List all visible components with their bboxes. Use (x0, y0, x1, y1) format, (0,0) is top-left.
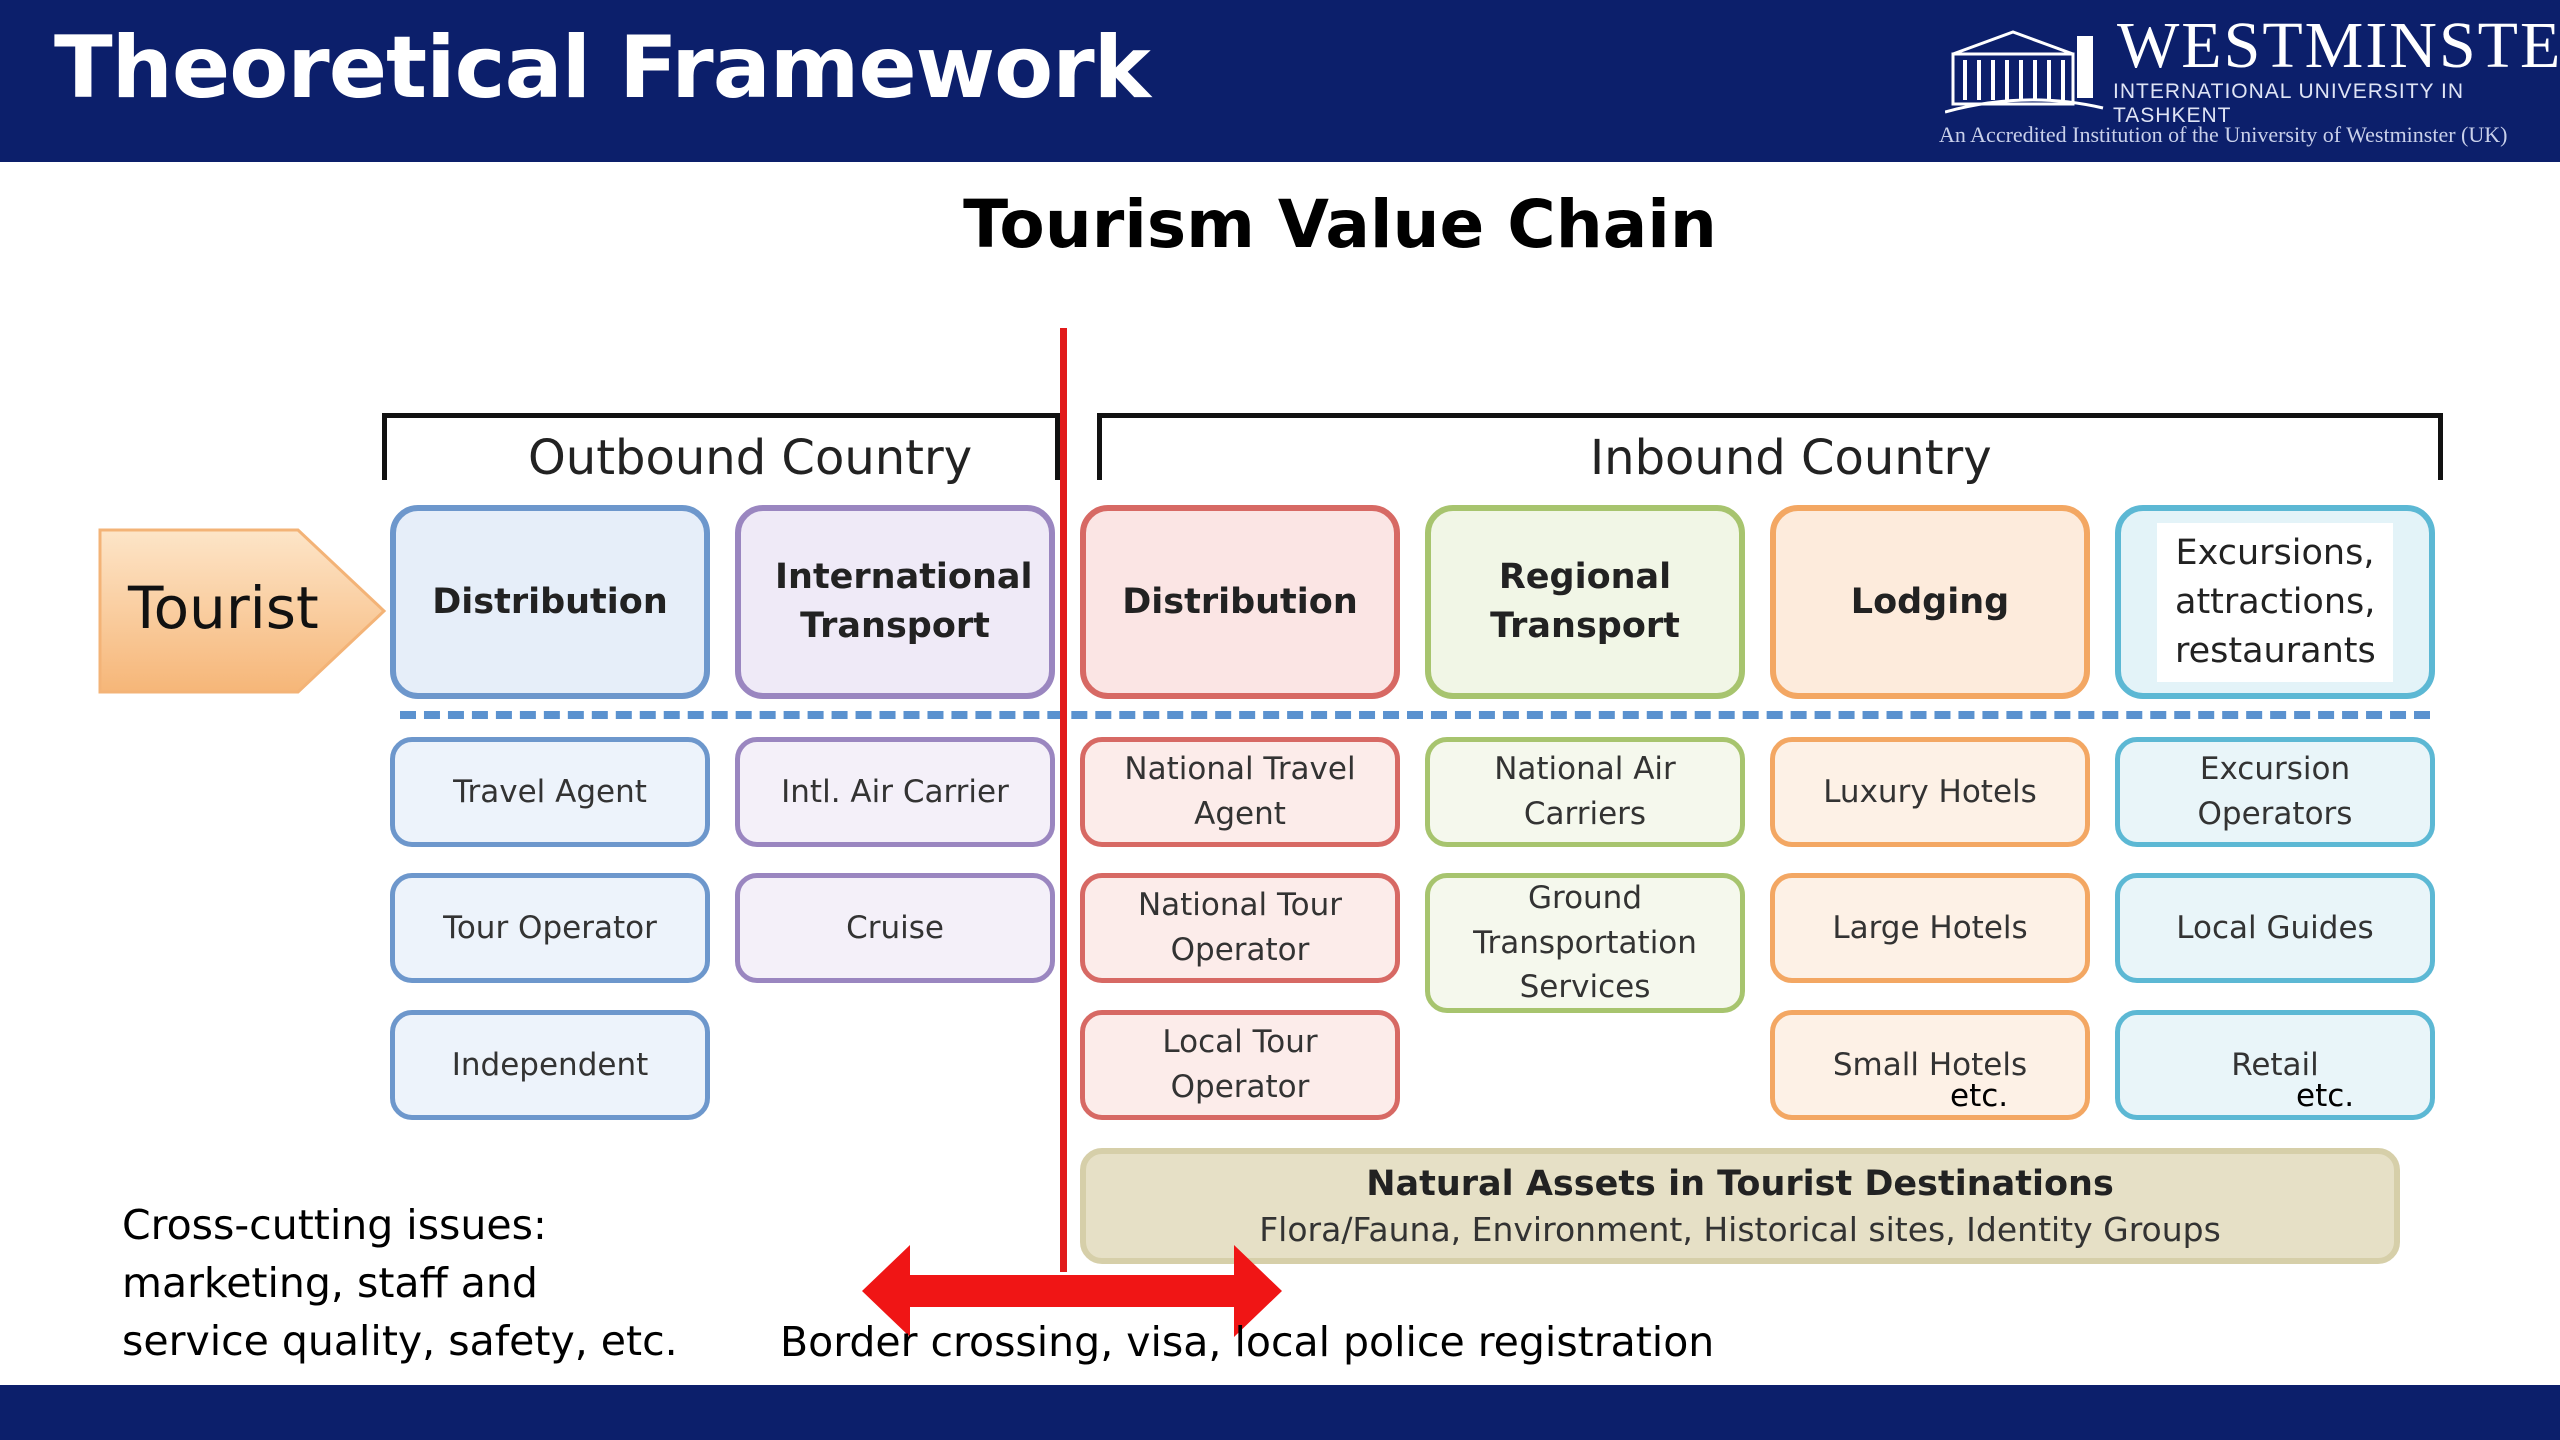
small-hotels-label: Small Hotels (1832, 1046, 2028, 1083)
dashed-divider (400, 711, 2430, 719)
outbound-label: Outbound Country (514, 430, 987, 486)
small-hotels-box: Small Hotels (1770, 1010, 2090, 1120)
inbound-distribution-box: Distribution (1080, 505, 1400, 699)
ground-transportation-label: Ground Transportation Services (1473, 879, 1697, 1006)
tour-operator-label: Tour Operator (443, 909, 657, 946)
intl-air-carrier-box: Intl. Air Carrier (735, 737, 1055, 847)
excursions-box: Excursions, attractions, restaurants (2115, 505, 2435, 699)
university-logo: WESTMINSTER INTERNATIONAL UNIVERSITY IN … (1935, 8, 2560, 156)
logo-name: WESTMINSTER (2117, 9, 2560, 82)
outbound-distribution-box: Distribution (390, 505, 710, 699)
national-tour-operator-box: National Tour Operator (1080, 873, 1400, 983)
retail-label: Retail (2231, 1046, 2319, 1083)
natural-assets-title: Natural Assets in Tourist Destinations (1366, 1164, 2114, 1204)
lodging-box: Lodging (1770, 505, 2090, 699)
excursion-operators-label: Excursion Operators (2197, 751, 2353, 832)
large-hotels-label: Large Hotels (1832, 909, 2028, 946)
local-guides-label: Local Guides (2176, 909, 2374, 946)
large-hotels-box: Large Hotels (1770, 873, 2090, 983)
retail-box: Retail (2115, 1010, 2435, 1120)
outbound-distribution-label: Distribution (432, 581, 668, 622)
diagram-title: Tourism Value Chain (0, 186, 2560, 263)
inbound-label: Inbound Country (1576, 430, 2006, 486)
regional-transport-box: Regional Transport (1425, 505, 1745, 699)
national-air-carriers-box: National Air Carriers (1425, 737, 1745, 847)
excursions-label: Excursions, attractions, restaurants (2157, 522, 2393, 682)
slide-title: Theoretical Framework (54, 18, 1151, 118)
footer-bar (0, 1385, 2560, 1440)
national-air-carriers-label: National Air Carriers (1494, 751, 1676, 832)
excursion-operators-box: Excursion Operators (2115, 737, 2435, 847)
cruise-label: Cruise (846, 909, 944, 946)
logo-subtitle: INTERNATIONAL UNIVERSITY IN TASHKENT (2113, 80, 2464, 127)
logo-accreditation: An Accredited Institution of the Univers… (1939, 122, 2508, 147)
regional-transport-label: Regional Transport (1490, 557, 1680, 646)
tourist-arrow-shape (98, 528, 387, 694)
outbound-bracket (382, 413, 1060, 480)
luxury-hotels-box: Luxury Hotels (1770, 737, 2090, 847)
local-tour-operator-box: Local Tour Operator (1080, 1010, 1400, 1120)
border-crossing-text: Border crossing, visa, local police regi… (780, 1318, 1715, 1366)
building-icon (1945, 30, 2104, 114)
lodging-etc: etc. (1950, 1078, 2009, 1114)
border-divider-line (1060, 328, 1067, 1272)
natural-assets-box: Natural Assets in Tourist Destinations F… (1080, 1148, 2400, 1264)
national-travel-agent-label: National Travel Agent (1124, 751, 1356, 832)
cross-cutting-text: Cross-cutting issues: marketing, staff a… (122, 1201, 678, 1366)
independent-label: Independent (451, 1046, 649, 1083)
international-transport-label: International Transport (775, 557, 1033, 646)
lodging-label: Lodging (1850, 581, 2010, 622)
inbound-distribution-label: Distribution (1122, 581, 1358, 622)
luxury-hotels-label: Luxury Hotels (1823, 773, 2037, 810)
cruise-box: Cruise (735, 873, 1055, 983)
tourist-label: Tourist (128, 574, 319, 642)
header-bar: Theoretical Framework WESTMINSTER INTERN… (0, 0, 2560, 162)
national-tour-operator-label: National Tour Operator (1137, 887, 1343, 968)
double-arrow-icon (862, 1245, 1282, 1337)
tourist-node: Tourist (98, 528, 388, 694)
tour-operator-box: Tour Operator (390, 873, 710, 983)
local-tour-operator-label: Local Tour Operator (1162, 1024, 1318, 1105)
national-travel-agent-box: National Travel Agent (1080, 737, 1400, 847)
natural-assets-subtitle: Flora/Fauna, Environment, Historical sit… (1259, 1210, 2221, 1249)
inbound-bracket (1097, 413, 2443, 480)
cross-cutting-issues: Cross-cutting issues: marketing, staff a… (122, 1196, 682, 1371)
independent-box: Independent (390, 1010, 710, 1120)
local-guides-box: Local Guides (2115, 873, 2435, 983)
travel-agent-box: Travel Agent (390, 737, 710, 847)
excursions-etc: etc. (2296, 1078, 2355, 1114)
travel-agent-label: Travel Agent (453, 773, 647, 810)
diagram-title-text: Tourism Value Chain (963, 186, 1717, 263)
intl-air-carrier-label: Intl. Air Carrier (781, 773, 1009, 810)
ground-transportation-box: Ground Transportation Services (1425, 873, 1745, 1013)
international-transport-box: International Transport (735, 505, 1055, 699)
